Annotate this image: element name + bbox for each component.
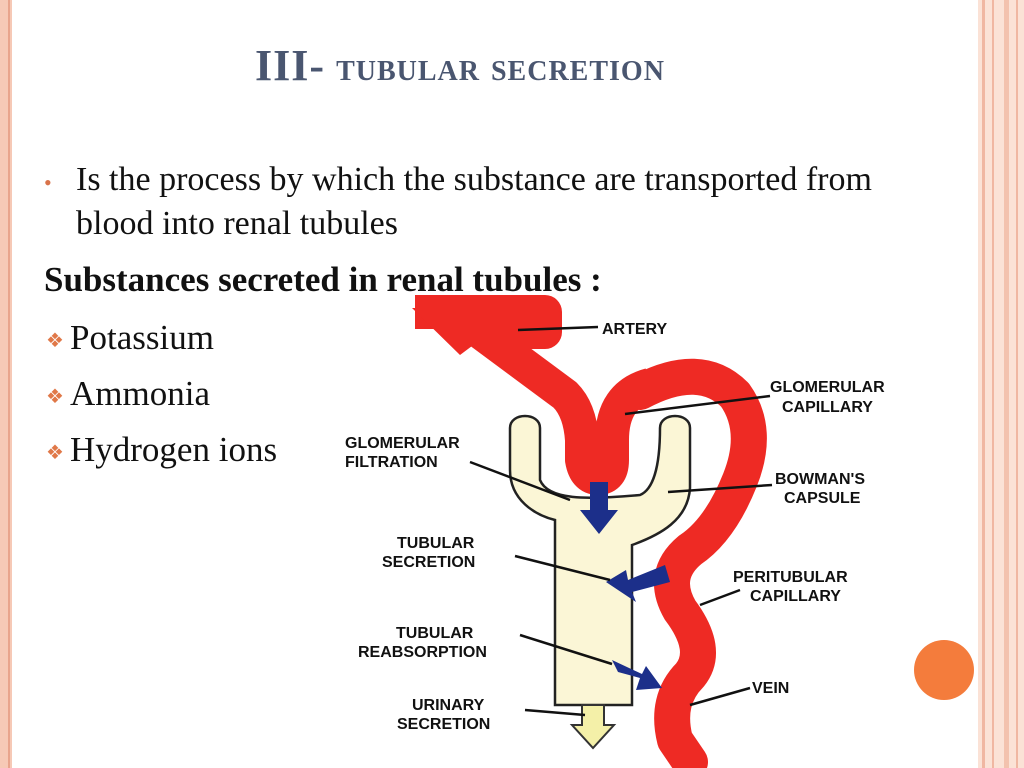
label-glomerular-filtration-2: FILTRATION [345, 454, 438, 471]
renal-tubule [508, 414, 692, 707]
label-glomerular-capillary-2: CAPILLARY [782, 399, 873, 416]
list-item: ❖ Hydrogen ions [46, 430, 277, 470]
left-border [0, 0, 12, 768]
label-urinary-secretion-1: URINARY [412, 697, 485, 714]
label-glomerular-capillary-1: GLOMERULAR [770, 379, 885, 396]
list-item-label: Ammonia [70, 374, 210, 413]
diamond-bullet-icon: ❖ [46, 442, 64, 465]
label-tubular-reabsorption-1: TUBULAR [396, 625, 474, 642]
label-peritubular-capillary-2: CAPILLARY [750, 588, 841, 605]
artery-head [412, 308, 550, 355]
right-border [978, 0, 1024, 768]
label-tubular-secretion-2: SECRETION [382, 554, 475, 571]
label-bowmans-capsule-2: CAPSULE [784, 490, 861, 507]
title-main: tubular secretion [325, 44, 665, 89]
diamond-bullet-icon: ❖ [46, 386, 64, 409]
definition-text: Is the process by which the substance ar… [76, 161, 872, 242]
accent-circle [914, 640, 974, 700]
label-vein: VEIN [752, 680, 789, 697]
tubular-secretion-arrow [606, 565, 670, 602]
list-item-label: Hydrogen ions [70, 430, 278, 469]
label-peritubular-capillary-1: PERITUBULAR [733, 569, 848, 586]
title-prefix: III- [255, 41, 326, 90]
substances-heading: Substances secreted in renal tubules : [44, 260, 602, 299]
glomerular-filtration-arrow [580, 482, 618, 534]
label-tubular-reabsorption-2: REABSORPTION [358, 644, 487, 661]
label-artery: ARTERY [602, 321, 668, 338]
tubular-reabsorption-arrow [612, 660, 662, 690]
peritubular-capillary [622, 358, 767, 768]
label-urinary-secretion-2: SECRETION [397, 716, 490, 733]
label-tubular-secretion-1: TUBULAR [397, 535, 475, 552]
label-bowmans-capsule-1: BOWMAN'S [775, 471, 865, 488]
list-item: ❖ Potassium [46, 318, 214, 358]
slide-title: III- tubular secretion [0, 40, 920, 91]
list-item-label: Potassium [70, 318, 214, 357]
diamond-bullet-icon: ❖ [46, 330, 64, 353]
urinary-output-arrow [569, 704, 617, 750]
label-glomerular-filtration-1: GLOMERULAR [345, 435, 460, 452]
afferent-artery [415, 295, 656, 495]
bullet-dot-icon: • [44, 170, 52, 195]
list-item: ❖ Ammonia [46, 374, 210, 414]
